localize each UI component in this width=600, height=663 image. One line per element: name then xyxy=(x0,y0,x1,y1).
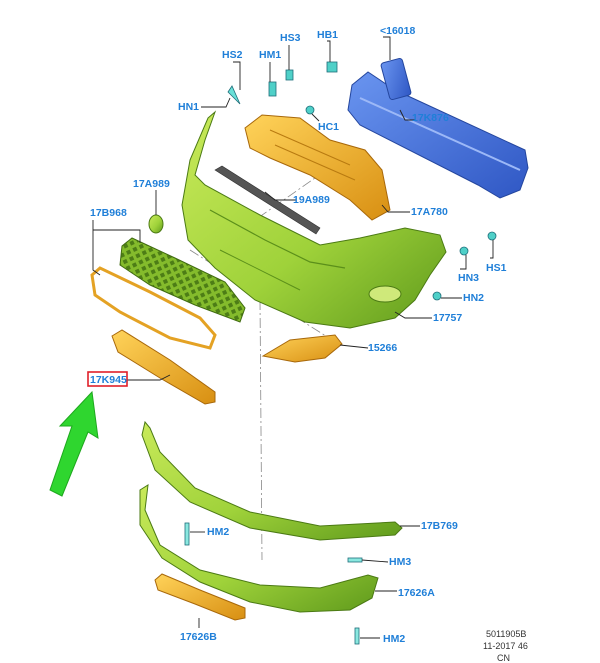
reinforcement-beam-17K876 xyxy=(347,57,529,199)
label-17b968: 17B968 xyxy=(90,207,127,219)
label-17b769: 17B769 xyxy=(421,520,458,532)
label-hm3: HM3 xyxy=(389,556,411,568)
label-17626b: 17626B xyxy=(180,631,217,643)
lower-cover-17626A xyxy=(139,484,379,613)
reference-date: 11-2017 46 xyxy=(483,641,528,651)
grille-frame-17B968 xyxy=(90,266,217,350)
diagram-reference: 5011905B 11-2017 46 CN xyxy=(483,629,528,663)
part-labels: HS2 HM1 HS3 HB1 <16018 HN1 HC1 17K876 17… xyxy=(90,25,507,645)
label-17757: 17757 xyxy=(433,312,462,324)
label-16018: <16018 xyxy=(380,25,415,37)
label-hm2-top: HM2 xyxy=(207,526,229,538)
green-arrow-icon xyxy=(49,390,99,497)
label-17a780: 17A780 xyxy=(411,206,448,218)
reference-code: 5011905B xyxy=(486,629,526,639)
label-17k945: 17K945 xyxy=(90,374,127,386)
label-hb1: HB1 xyxy=(317,29,338,41)
leader-lines xyxy=(92,36,494,639)
label-17626a: 17626A xyxy=(398,587,435,599)
grille-mesh xyxy=(119,237,246,323)
label-17a989: 17A989 xyxy=(133,178,170,190)
label-hm1: HM1 xyxy=(259,49,281,61)
strip-19A989 xyxy=(214,165,321,235)
label-hs2: HS2 xyxy=(222,49,243,61)
label-19a989: 19A989 xyxy=(293,194,330,206)
label-hn2: HN2 xyxy=(463,292,484,304)
bracket-17626B xyxy=(154,573,246,621)
label-hn1: HN1 xyxy=(178,101,199,113)
label-17k876: 17K876 xyxy=(412,112,449,124)
energy-absorber-17A780 xyxy=(244,114,391,221)
bumper-cover-17757 xyxy=(181,110,447,329)
label-15266: 15266 xyxy=(368,342,397,354)
label-hm2-bottom: HM2 xyxy=(383,633,405,645)
spoiler-17B769 xyxy=(141,420,403,541)
reference-region: CN xyxy=(497,653,510,663)
label-hs1: HS1 xyxy=(486,262,507,274)
highlight-box xyxy=(87,371,128,387)
lower-strip-17K945 xyxy=(111,329,216,405)
fasteners xyxy=(184,61,497,645)
part-17A989 xyxy=(148,214,164,234)
bezel-15266 xyxy=(261,334,343,363)
label-hn3: HN3 xyxy=(458,272,479,284)
label-hs3: HS3 xyxy=(280,32,301,44)
label-hc1: HC1 xyxy=(318,121,339,133)
